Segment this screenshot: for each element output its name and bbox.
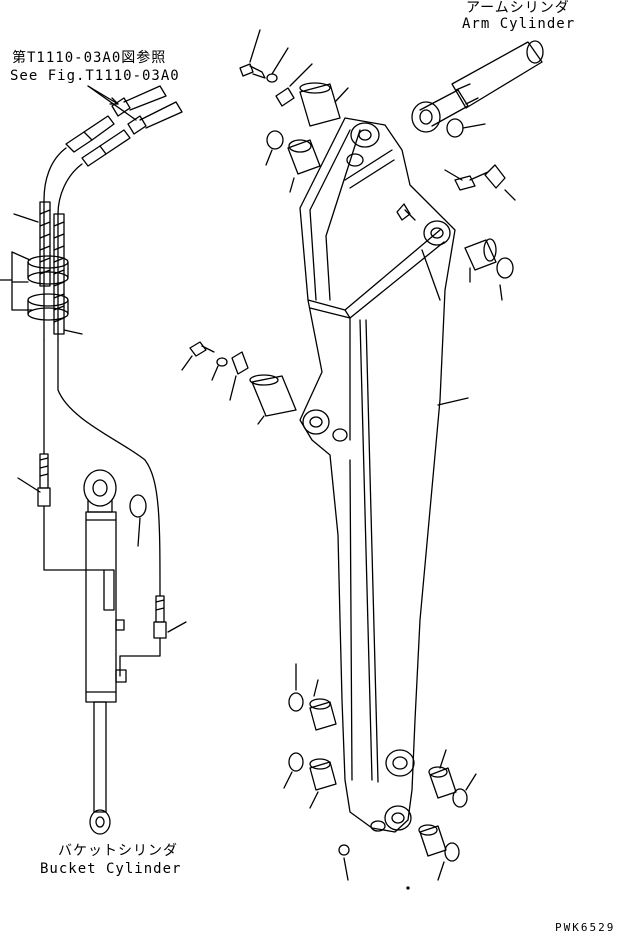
lower-right-bushings — [419, 750, 476, 880]
bucket-cylinder-label-en: Bucket Cylinder — [40, 861, 182, 877]
middle-pin-group — [182, 342, 296, 424]
top-pin-group — [240, 30, 348, 192]
drawing-code: PWK6529 — [555, 921, 616, 934]
arm-cylinder-washer — [447, 119, 463, 137]
hydraulic-hoses — [0, 86, 186, 676]
bucket-cylinder-washer — [130, 495, 146, 517]
reference-label-en: See Fig.T1110-03A0 — [10, 68, 180, 84]
arm-cylinder — [412, 41, 543, 132]
bucket-cylinder — [84, 470, 126, 834]
arm-body — [300, 118, 468, 832]
reference-label-jp: 第T1110-03A0図参照 — [12, 50, 167, 66]
arm-head-fitting — [445, 165, 515, 200]
lower-left-bushings — [284, 664, 349, 880]
arm-cylinder-label-jp: アームシリンダ — [466, 0, 570, 16]
arm-head-bushing — [465, 239, 513, 300]
arm-cylinder-label-en: Arm Cylinder — [462, 16, 576, 32]
bucket-cylinder-label-jp: バケットシリンダ — [58, 843, 178, 859]
